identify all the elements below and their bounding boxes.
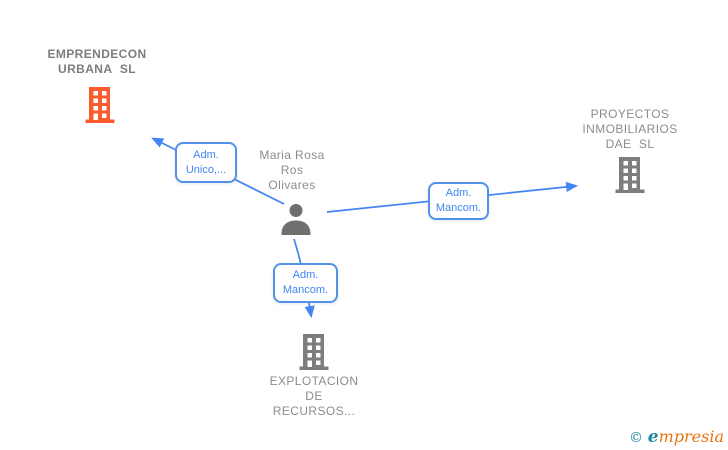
person-icon: [281, 204, 311, 235]
company-node-proyectos[interactable]: [613, 155, 647, 198]
person-node[interactable]: [279, 203, 313, 240]
relation-label-adm-mancom-1[interactable]: Adm. Mancom.: [428, 182, 489, 220]
company-node-emprendecon[interactable]: [83, 85, 117, 128]
relation-label-adm-unico[interactable]: Adm. Unico,...: [175, 142, 237, 183]
company-name-emprendecon[interactable]: EMPRENDECON URBANA SL: [47, 47, 147, 76]
building-icon: [615, 157, 645, 193]
empresia-watermark: © empresia: [629, 427, 724, 447]
company-node-explotacion[interactable]: [297, 332, 331, 375]
company-name-proyectos[interactable]: PROYECTOS INMOBILIARIOS DAE SL: [582, 107, 678, 151]
building-icon: [85, 87, 115, 123]
person-name[interactable]: Maria Rosa Ros Olivares: [259, 148, 325, 192]
brand-rest: mpresia: [658, 427, 724, 446]
building-icon: [299, 334, 329, 370]
relation-label-adm-mancom-2[interactable]: Adm. Mancom.: [273, 263, 338, 303]
copyright-icon: ©: [628, 430, 643, 446]
brand-initial: e: [647, 427, 659, 447]
company-name-explotacion[interactable]: EXPLOTACION DE RECURSOS...: [269, 374, 359, 418]
